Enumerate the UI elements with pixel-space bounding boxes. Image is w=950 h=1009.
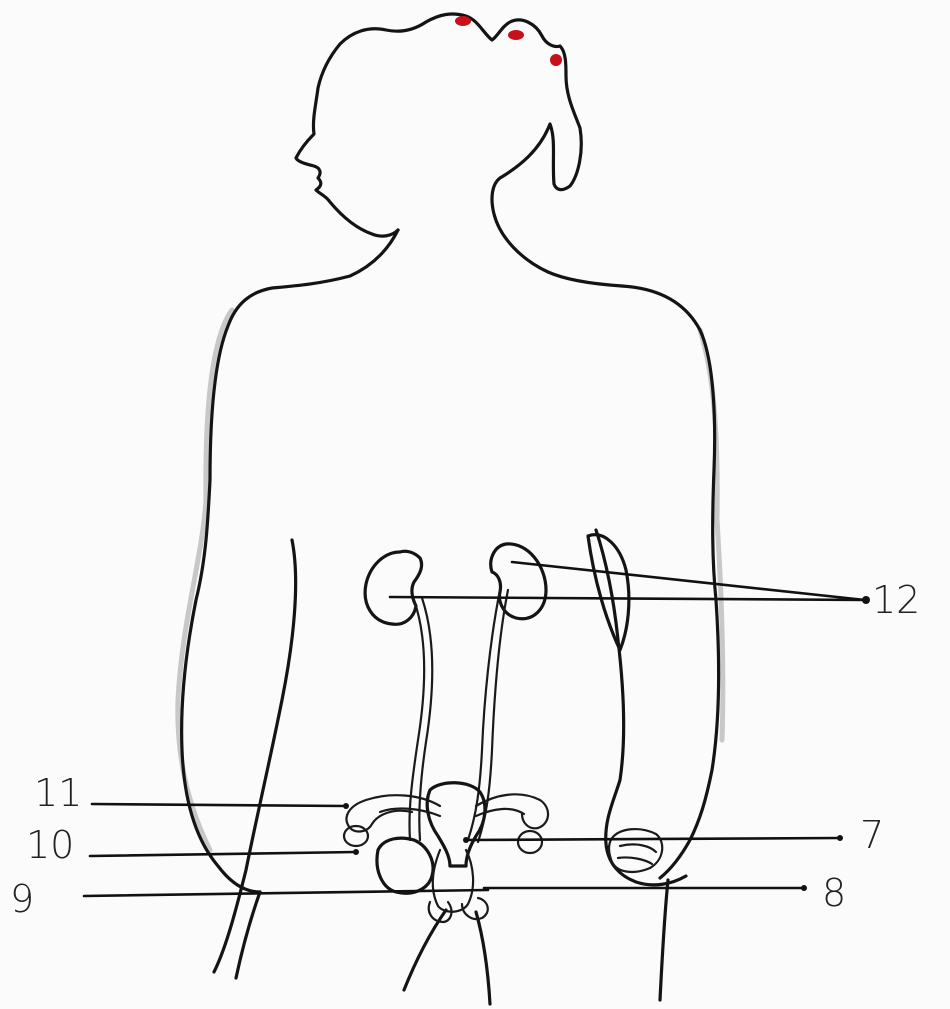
right-arm-inner xyxy=(596,530,686,885)
labels: 12 11 10 9 7 8 xyxy=(10,578,920,921)
kidneys xyxy=(365,544,546,624)
left-kidney xyxy=(365,551,421,624)
left-ovary xyxy=(344,826,368,846)
label-12: 12 xyxy=(872,578,920,622)
leader-lines xyxy=(84,562,870,896)
label-11: 11 xyxy=(34,771,82,815)
head-outline xyxy=(296,14,622,286)
bladder xyxy=(377,838,433,893)
right-waist-contour xyxy=(588,535,629,650)
uterus xyxy=(427,783,485,866)
left-lower-arm xyxy=(236,892,260,978)
leader-dot xyxy=(862,596,870,604)
right-thigh-outline xyxy=(660,880,668,1000)
hair-red-dot xyxy=(508,30,524,40)
pelvic-organs xyxy=(344,783,548,922)
hair-red-dot xyxy=(550,54,562,66)
label-9: 9 xyxy=(10,877,34,921)
hair-red-dot xyxy=(455,16,471,26)
leader-10 xyxy=(90,852,356,856)
label-10: 10 xyxy=(26,823,74,867)
body-outline xyxy=(178,14,723,1004)
leader-11 xyxy=(92,804,346,806)
ureters xyxy=(409,590,508,842)
leader-9 xyxy=(84,890,488,896)
right-ovary xyxy=(518,831,542,853)
label-7: 7 xyxy=(860,813,884,857)
leader-12-right-kidney xyxy=(512,562,865,600)
right-leg xyxy=(476,912,490,1004)
left-ureter xyxy=(409,600,424,840)
left-shoulder-outline xyxy=(182,230,398,892)
right-kidney xyxy=(491,544,546,619)
leader-12-left-kidney xyxy=(390,597,865,600)
leader-7 xyxy=(466,838,840,840)
label-8: 8 xyxy=(822,871,846,915)
